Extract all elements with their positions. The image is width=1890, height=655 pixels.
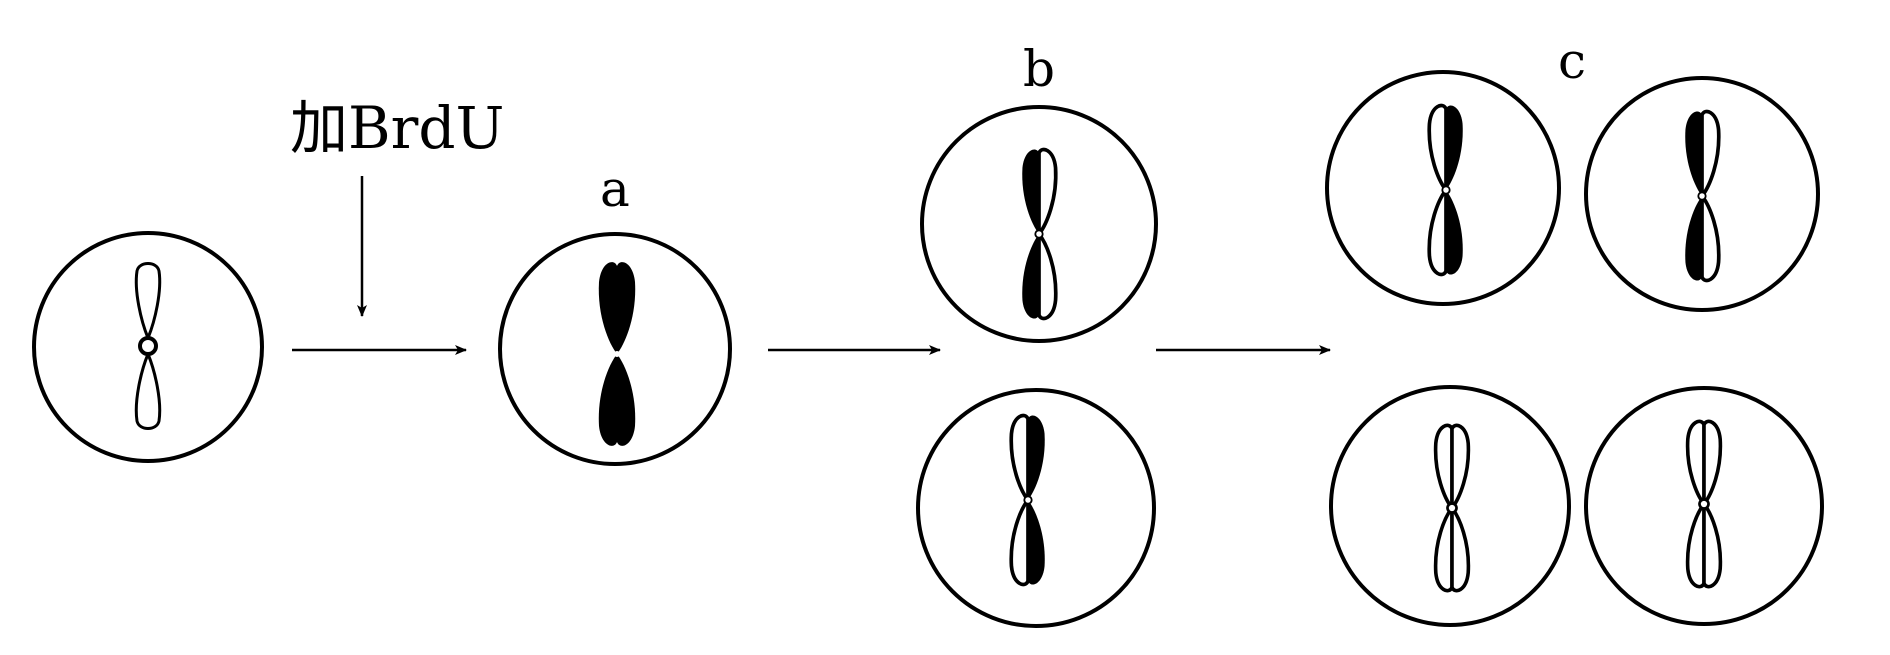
cell-b-top bbox=[920, 105, 1158, 343]
cell-a bbox=[498, 232, 732, 466]
open-chromosome-icon bbox=[1685, 419, 1723, 589]
open-chromosome-icon bbox=[134, 262, 162, 430]
stage-b-label: b bbox=[1023, 40, 1055, 98]
treatment-label: 加BrdU bbox=[290, 94, 504, 162]
cell-b-bottom bbox=[916, 388, 1156, 628]
cell-c-bottom-right bbox=[1584, 386, 1824, 626]
cell-c-bottom-left bbox=[1329, 385, 1571, 627]
cell-original bbox=[32, 231, 264, 463]
stage-a-label: a bbox=[600, 160, 630, 218]
stage-c-label: c bbox=[1558, 32, 1586, 90]
solid-chromosome-icon bbox=[598, 262, 636, 446]
cell-c-top-right bbox=[1584, 76, 1820, 312]
half-filled-chromosome-icon bbox=[1022, 147, 1058, 321]
cell-c-top-left bbox=[1325, 70, 1561, 306]
half-filled-chromosome-icon bbox=[1427, 103, 1463, 277]
open-chromosome-icon bbox=[1433, 423, 1471, 593]
half-filled-chromosome-icon bbox=[1009, 413, 1045, 587]
half-filled-chromosome-icon bbox=[1685, 109, 1721, 283]
